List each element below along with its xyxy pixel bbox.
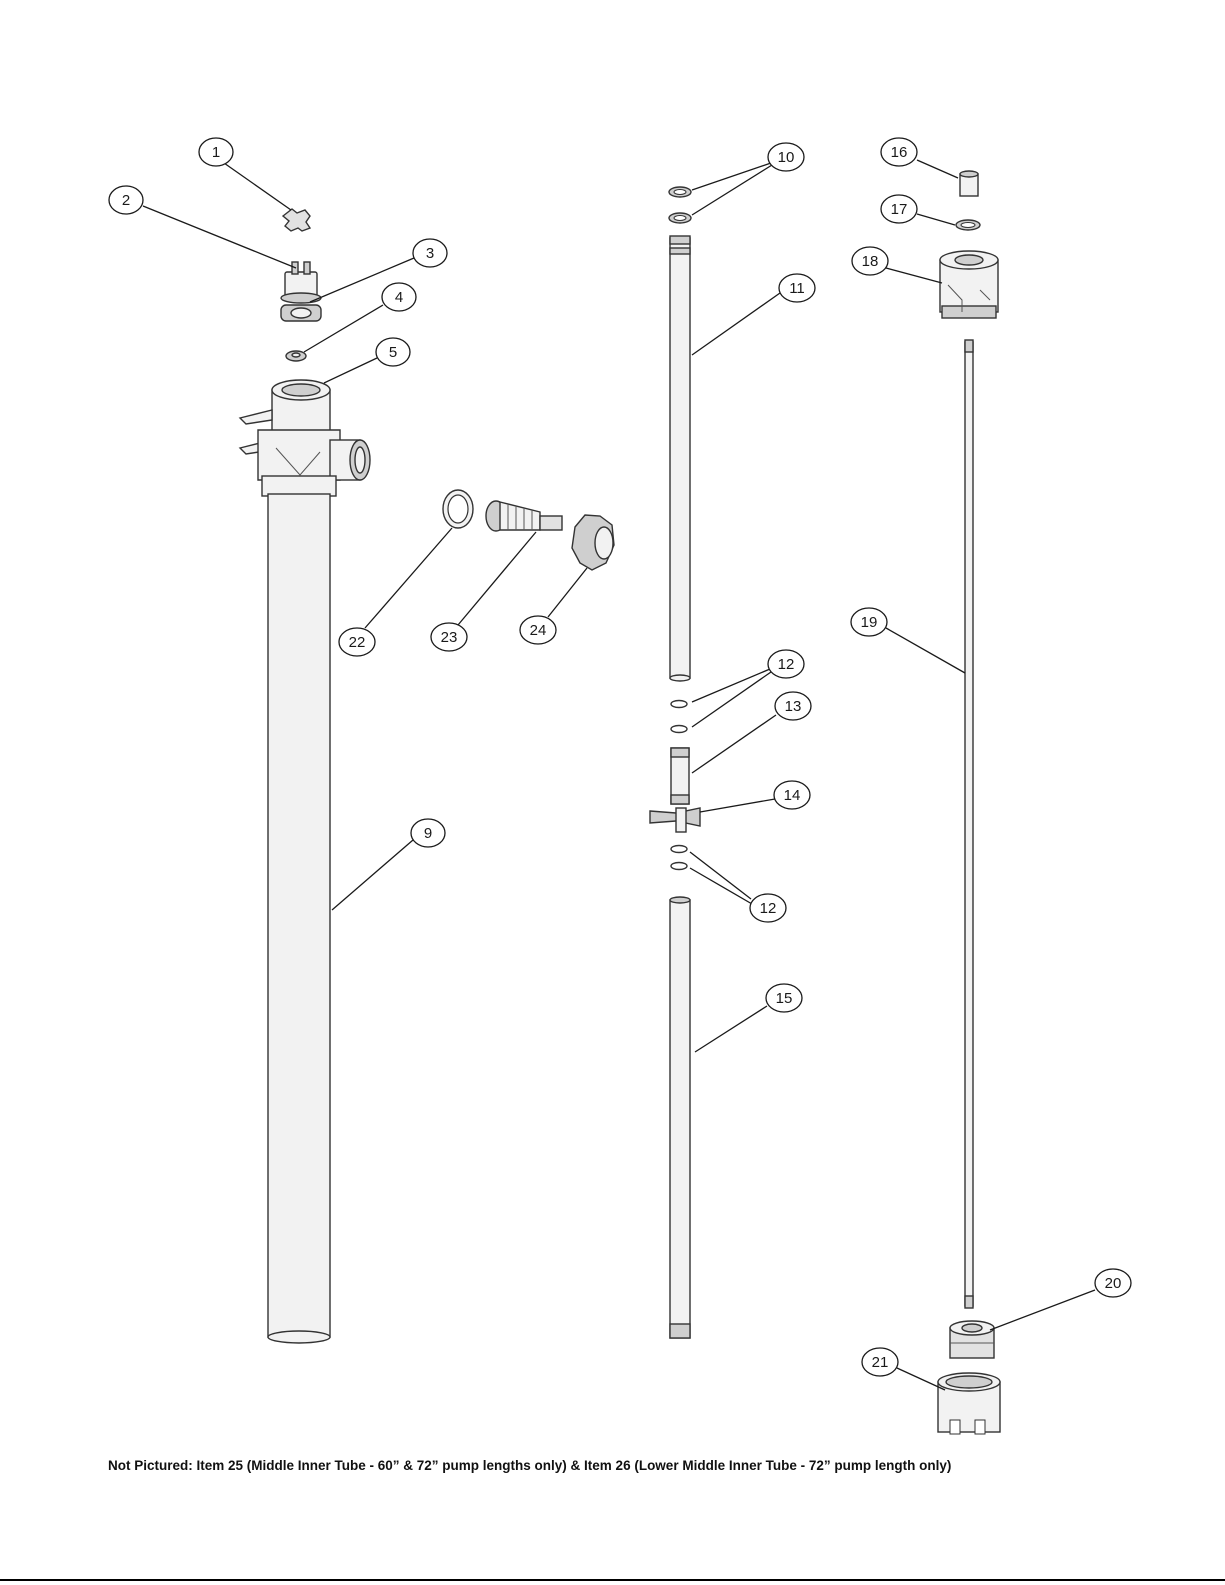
part-14-clip: [650, 808, 700, 832]
callout-22: 22: [339, 628, 375, 656]
callout-label: 23: [441, 629, 458, 646]
part-15-lower-inner-tube: [670, 897, 690, 1338]
part-22-gasket: [443, 490, 473, 528]
callout-21: 21: [862, 1348, 898, 1376]
callout-label: 1: [212, 144, 220, 161]
part-12-lower-o-rings: [671, 846, 687, 870]
part-17-o-ring: [956, 220, 980, 230]
part-20-impeller: [950, 1321, 994, 1358]
part-11-upper-inner-tube: [670, 236, 690, 681]
callout-16: 16: [881, 138, 917, 166]
callout-label: 4: [395, 289, 403, 306]
part-2-valve-cap: [281, 262, 321, 303]
callout-18: 18: [852, 247, 888, 275]
callout-11: 11: [779, 274, 815, 302]
callout-24: 24: [520, 616, 556, 644]
callout-15: 15: [766, 984, 802, 1012]
callout-label: 3: [426, 245, 434, 262]
callout-2: 2: [109, 186, 143, 214]
callout-label: 17: [891, 201, 908, 218]
part-19-shaft: [965, 340, 973, 1308]
callout-12-upper: 12: [768, 650, 804, 678]
part-3-seal: [281, 305, 321, 321]
callout-9: 9: [411, 819, 445, 847]
callout-17: 17: [881, 195, 917, 223]
page-bottom-rule: [0, 1579, 1225, 1581]
callout-12-lower: 12: [750, 894, 786, 922]
part-12-upper-o-rings: [671, 701, 687, 733]
part-24-nut: [572, 515, 614, 570]
part-4-washer: [286, 351, 306, 361]
callout-20: 20: [1095, 1269, 1131, 1297]
not-pictured-footnote: Not Pictured: Item 25 (Middle Inner Tube…: [108, 1458, 951, 1473]
callout-label: 24: [530, 622, 547, 639]
callout-23: 23: [431, 623, 467, 651]
part-5-pump-head: [240, 380, 370, 496]
callout-3: 3: [413, 239, 447, 267]
callout-label: 19: [861, 614, 878, 631]
callout-label: 14: [784, 787, 801, 804]
callout-label: 13: [785, 698, 802, 715]
callout-label: 12: [778, 656, 795, 673]
callout-label: 11: [789, 280, 805, 297]
callout-13: 13: [775, 692, 811, 720]
callout-label: 22: [349, 634, 366, 651]
callout-label: 5: [389, 344, 397, 361]
part-18-valve-housing: [940, 251, 998, 318]
callout-label: 16: [891, 144, 908, 161]
callout-label: 12: [760, 900, 777, 917]
part-16-bushing: [960, 171, 978, 196]
callout-4: 4: [382, 283, 416, 311]
part-10-o-rings: [669, 187, 691, 223]
part-1-knob: [283, 209, 310, 231]
callout-10: 10: [768, 143, 804, 171]
callout-label: 2: [122, 192, 130, 209]
part-9-outer-tube: [268, 494, 330, 1343]
callout-label: 18: [862, 253, 879, 270]
callout-label: 10: [778, 149, 795, 166]
part-21-foot: [938, 1373, 1000, 1434]
callout-1: 1: [199, 138, 233, 166]
part-13-coupling: [671, 748, 689, 804]
callout-label: 21: [872, 1354, 889, 1371]
callout-19: 19: [851, 608, 887, 636]
callout-label: 20: [1105, 1275, 1122, 1292]
callout-14: 14: [774, 781, 810, 809]
part-23-hose-barb: [486, 501, 562, 531]
callout-label: 15: [776, 990, 793, 1007]
callout-label: 9: [424, 825, 432, 842]
callout-5: 5: [376, 338, 410, 366]
